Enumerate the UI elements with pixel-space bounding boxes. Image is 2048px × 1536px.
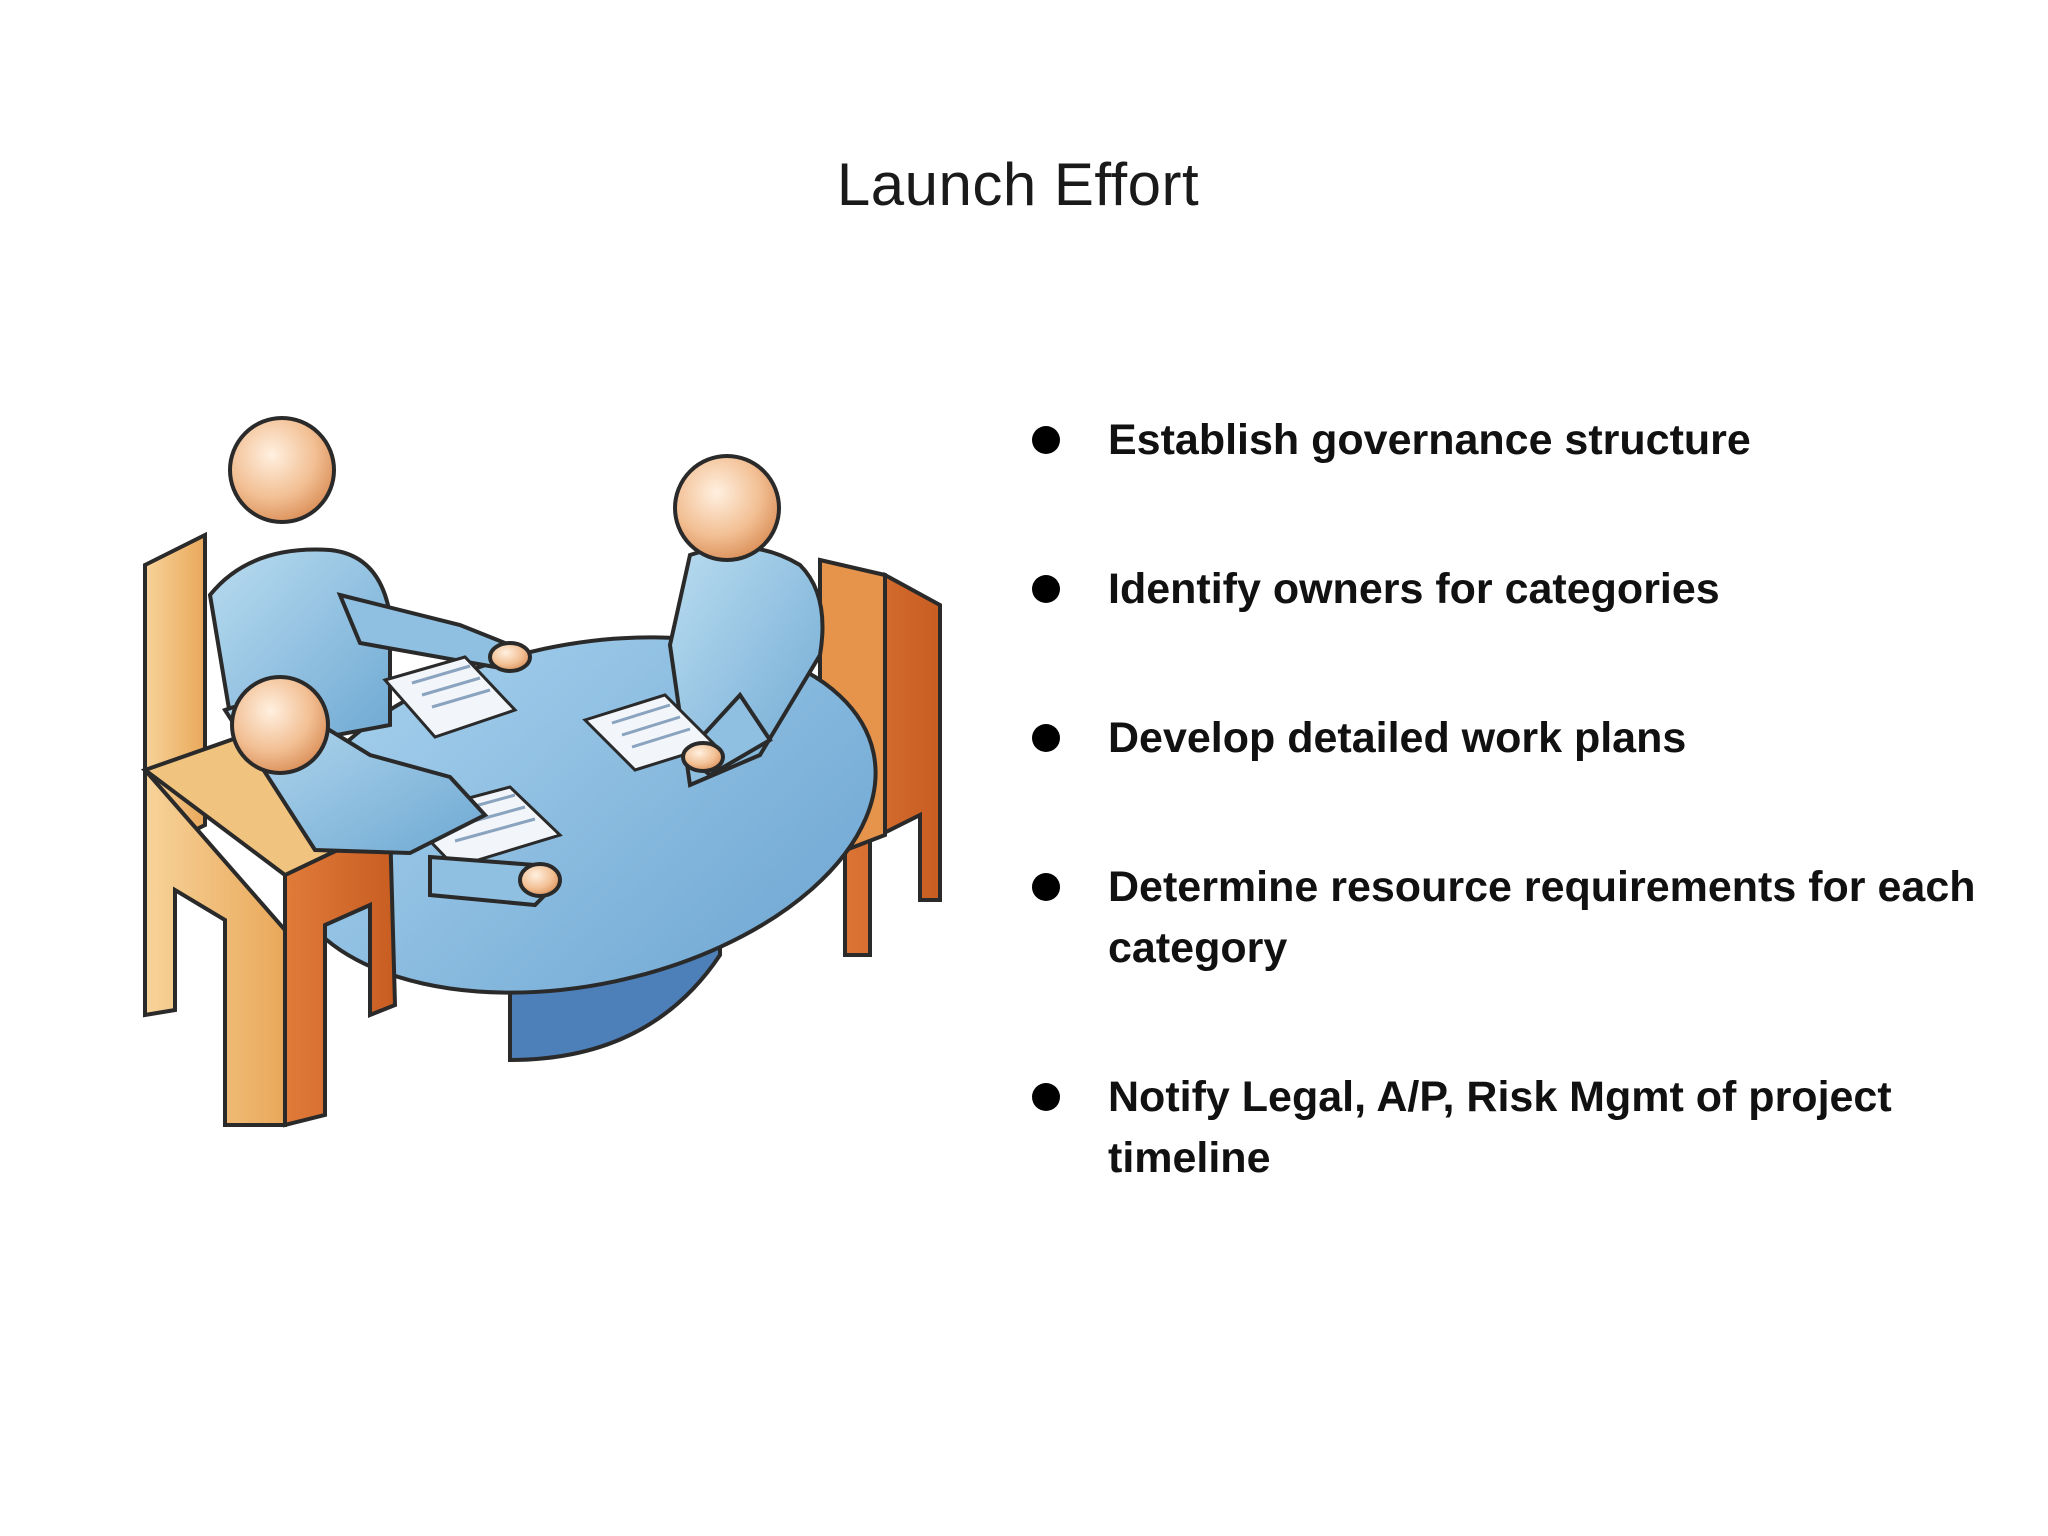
list-item: Establish governance structure	[1028, 410, 1988, 471]
list-item: Notify Legal, A/P, Risk Mgmt of project …	[1028, 1067, 1988, 1189]
bullet-text: Notify Legal, A/P, Risk Mgmt of project …	[1108, 1073, 1892, 1182]
slide-title: Launch Effort	[836, 151, 1200, 218]
meeting-table-icon	[140, 416, 942, 1128]
bullet-list: Establish governance structure Identify …	[1028, 410, 1988, 1189]
list-item: Identify owners for categories	[1028, 559, 1988, 620]
bullet-text: Develop detailed work plans	[1108, 714, 1687, 762]
bullet-dot-icon	[1032, 1083, 1060, 1111]
bullet-text: Establish governance structure	[1108, 416, 1751, 464]
list-item: Determine resource requirements for each…	[1028, 857, 1988, 979]
bullet-text: Identify owners for categories	[1108, 565, 1720, 613]
bullet-text: Determine resource requirements for each…	[1108, 863, 1976, 972]
bullet-dot-icon	[1032, 873, 1060, 901]
list-item: Develop detailed work plans	[1028, 708, 1988, 769]
bullet-dot-icon	[1032, 575, 1060, 603]
bullet-dot-icon	[1032, 724, 1060, 752]
bullet-dot-icon	[1032, 426, 1060, 454]
